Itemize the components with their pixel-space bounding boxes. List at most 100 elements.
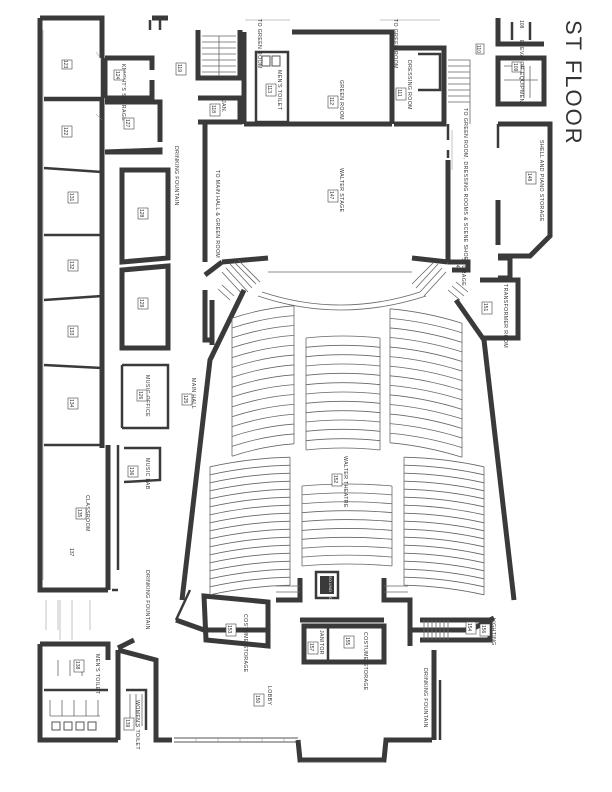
seat-row <box>305 382 381 386</box>
seat-row <box>389 308 463 324</box>
green-room-label: GREEN ROOM <box>338 80 344 120</box>
seat-row <box>231 443 295 457</box>
seat-row <box>301 501 393 505</box>
seat-row <box>231 325 295 339</box>
shell-storage-label: SHELL AND PIANO STORAGE <box>538 140 544 222</box>
seating-lower-left <box>209 456 291 596</box>
room-110-number: 110 <box>475 45 481 53</box>
seat-row <box>301 492 393 496</box>
arrow-to-green-room-dressing: TO GREEN ROOM, DRESSING ROOMS & SCENE SH… <box>462 108 468 261</box>
dressing-room-label: DRESSING ROOM <box>406 60 412 110</box>
seat-row <box>305 447 381 451</box>
room-135-number: 135 <box>76 509 82 518</box>
seat-row <box>231 384 295 398</box>
room-153-number: 153 <box>226 625 232 634</box>
lobby-walls <box>37 600 442 763</box>
seat-row <box>403 536 485 548</box>
east-wing-labels: ELEVATOR EQUIPMENT 109 108 SHELL AND PIA… <box>454 20 544 348</box>
seat-row <box>305 438 381 442</box>
seat-row <box>389 394 463 410</box>
seat-row <box>403 512 485 524</box>
seat-row <box>389 327 463 343</box>
seat-row <box>209 576 291 588</box>
seat-row <box>305 410 381 414</box>
east-wing-walls <box>448 18 553 341</box>
music-lab-label: MUSIC LAB <box>144 458 150 490</box>
seat-row <box>231 305 295 319</box>
seat-row <box>389 346 463 362</box>
seat-row <box>389 404 463 420</box>
theatre-labels: WALTER THEATRE 152 COSTUME STORAGE 153 J… <box>225 456 496 691</box>
room-126-number: 126 <box>137 391 143 400</box>
room-127-number: 127 <box>124 119 130 128</box>
room-149-number: 149 <box>454 262 460 271</box>
seat-row <box>231 374 295 388</box>
storage-149-label: STORAGE <box>460 258 466 286</box>
seat-row <box>209 480 291 492</box>
seating-upper-left <box>231 305 295 457</box>
room-155-number: 155 <box>344 637 350 646</box>
costume-storage-left-label: COSTUME STORAGE <box>242 614 248 673</box>
room-151-number: 151 <box>482 303 488 312</box>
arrow-to-green-room-b: TO GREEN ROOM <box>392 19 398 69</box>
room-123-number: 123 <box>62 60 68 69</box>
room-108-number: 108 <box>518 20 524 29</box>
room-152-number: 152 <box>332 475 338 484</box>
knights-storage-label: KNIGHT'S STORAGE <box>120 64 126 121</box>
seat-row <box>403 520 485 532</box>
seat-row <box>305 400 381 404</box>
room-111-number: 111 <box>396 89 402 97</box>
seat-row <box>301 563 393 567</box>
drinking-fountain-2-label: DRINKING FOUNTAIN <box>144 570 150 630</box>
seat-row <box>403 544 485 556</box>
seat-row <box>403 488 485 500</box>
seating-lower-right <box>403 456 485 596</box>
backstage-walls <box>148 15 471 345</box>
seating-upper-right <box>389 308 463 458</box>
seat-row <box>209 512 291 524</box>
main-hall-label: MAIN HALL <box>190 378 196 409</box>
room-137-number: 137 <box>68 548 74 557</box>
seat-row <box>389 442 463 458</box>
seat-row <box>403 552 485 564</box>
theatre-seating <box>209 305 485 596</box>
room-109-number: 109 <box>512 63 518 72</box>
seating-upper-center <box>305 335 381 451</box>
seat-row <box>389 384 463 401</box>
classroom-label: CLASSROOM <box>84 495 90 532</box>
seat-row <box>389 317 463 334</box>
mens-toilet-top-label: MEN'S TOILET <box>276 70 282 111</box>
seat-row <box>305 419 381 423</box>
seat-row <box>305 391 381 395</box>
room-154-number: 154 <box>466 623 472 632</box>
seat-row <box>231 423 295 437</box>
seat-row <box>301 536 393 540</box>
seat-row <box>403 504 485 516</box>
lighting-label: LIGHTING <box>490 618 496 646</box>
room-131-number: 131 <box>68 193 74 202</box>
seat-row <box>305 335 381 339</box>
elevator-equipment-label: ELEVATOR EQUIPMENT <box>518 40 524 107</box>
seat-row <box>389 356 463 372</box>
room-129-number: 129 <box>138 299 144 308</box>
room-119-number: 119 <box>176 64 182 72</box>
drinking-fountain-1-label: DRINKING FOUNTAIN <box>173 146 179 206</box>
seat-row <box>209 488 291 500</box>
seat-row <box>231 433 295 447</box>
seat-row <box>209 496 291 508</box>
left-wing-walls <box>37 15 171 630</box>
room-122-number: 122 <box>62 127 68 136</box>
seat-row <box>231 315 295 329</box>
room-112-number: 112 <box>328 97 334 105</box>
drinking-fountain-3-label: DRINKING FOUNTAIN <box>422 668 428 728</box>
seat-row <box>403 584 485 596</box>
seat-row <box>209 536 291 548</box>
arrow-to-green-room-a: TO GREEN ROOM <box>256 19 262 69</box>
seat-row <box>301 519 393 522</box>
seat-row <box>231 334 295 349</box>
room-128-number: 128 <box>138 209 144 218</box>
seat-row <box>389 375 463 391</box>
seat-row <box>301 510 393 514</box>
seat-row <box>403 496 485 508</box>
